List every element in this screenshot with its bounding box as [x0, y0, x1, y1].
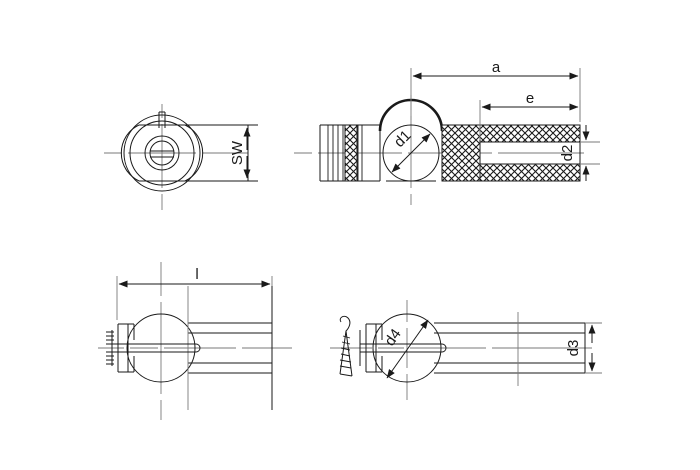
- dimension-d4: d4: [381, 319, 429, 379]
- dimension-label-d4: d4: [381, 326, 404, 349]
- head-inner-circle: [129, 120, 195, 186]
- body-top-bottom-edges: [188, 322, 272, 374]
- view-end-wrench-flat: SW: [104, 104, 258, 210]
- clip-spring-marks: [106, 331, 114, 365]
- wrench-flat-right-arc: [184, 124, 204, 182]
- body-inner-edges: [188, 332, 272, 364]
- ball-circle: [372, 313, 442, 383]
- view-side-ball-clip: d4 d3: [330, 300, 602, 400]
- section-hatch-left-band: [344, 124, 358, 182]
- view-side-length: l: [98, 262, 292, 420]
- d1-diameter-arrow: [391, 133, 431, 173]
- dimension-label-l: l: [195, 266, 198, 283]
- view-section-longitudinal: d1 a e d2: [294, 59, 600, 205]
- pin-slot-right-cap: [441, 343, 447, 353]
- dimension-d3: d3: [565, 322, 602, 374]
- inner-bore-walls: [479, 141, 580, 165]
- left-end-flange: [117, 323, 135, 373]
- left-end-flange: [365, 323, 383, 373]
- bore-outer-circle: [144, 135, 180, 171]
- sw-extension-lines: [248, 124, 258, 182]
- bore-inner-circle: [149, 140, 175, 166]
- d3-extension-lines: [585, 322, 602, 374]
- dimension-label-a: a: [492, 59, 501, 76]
- retaining-clip-hook: [339, 315, 353, 377]
- wrench-flat-left-arc: [120, 124, 140, 182]
- head-outer-circle: [123, 114, 201, 192]
- dimension-label-d2: d2: [559, 145, 576, 162]
- knurl-lines: [327, 125, 363, 181]
- retaining-clip-coils: [339, 335, 352, 369]
- dimension-d1: d1: [391, 127, 431, 173]
- dimension-sw: SW: [229, 124, 258, 182]
- top-tang: [158, 111, 166, 128]
- pin-slot-edges: [112, 343, 196, 353]
- dimension-a: a: [410, 59, 581, 122]
- section-hatch-collar: [441, 124, 481, 182]
- pin-slot-right-cap: [195, 343, 201, 353]
- body-top-bottom-edges: [434, 322, 585, 374]
- body-inner-edges: [434, 332, 585, 364]
- d2-extension-lines: [580, 141, 600, 165]
- ball-circle: [126, 313, 196, 383]
- bore-slot: [150, 150, 174, 158]
- section-hatch-sleeve-top: [479, 124, 581, 143]
- dimension-label-e: e: [526, 90, 534, 107]
- dimension-d2: d2: [559, 125, 600, 181]
- dimension-e: e: [479, 90, 581, 140]
- dimension-label-sw: SW: [229, 140, 246, 165]
- dimension-l: l: [116, 266, 273, 320]
- d4-diameter-arrow: [386, 319, 429, 379]
- section-hatch-sleeve-bottom: [479, 163, 581, 182]
- wrench-flat-edges: [139, 124, 185, 182]
- dimension-label-d3: d3: [565, 340, 582, 357]
